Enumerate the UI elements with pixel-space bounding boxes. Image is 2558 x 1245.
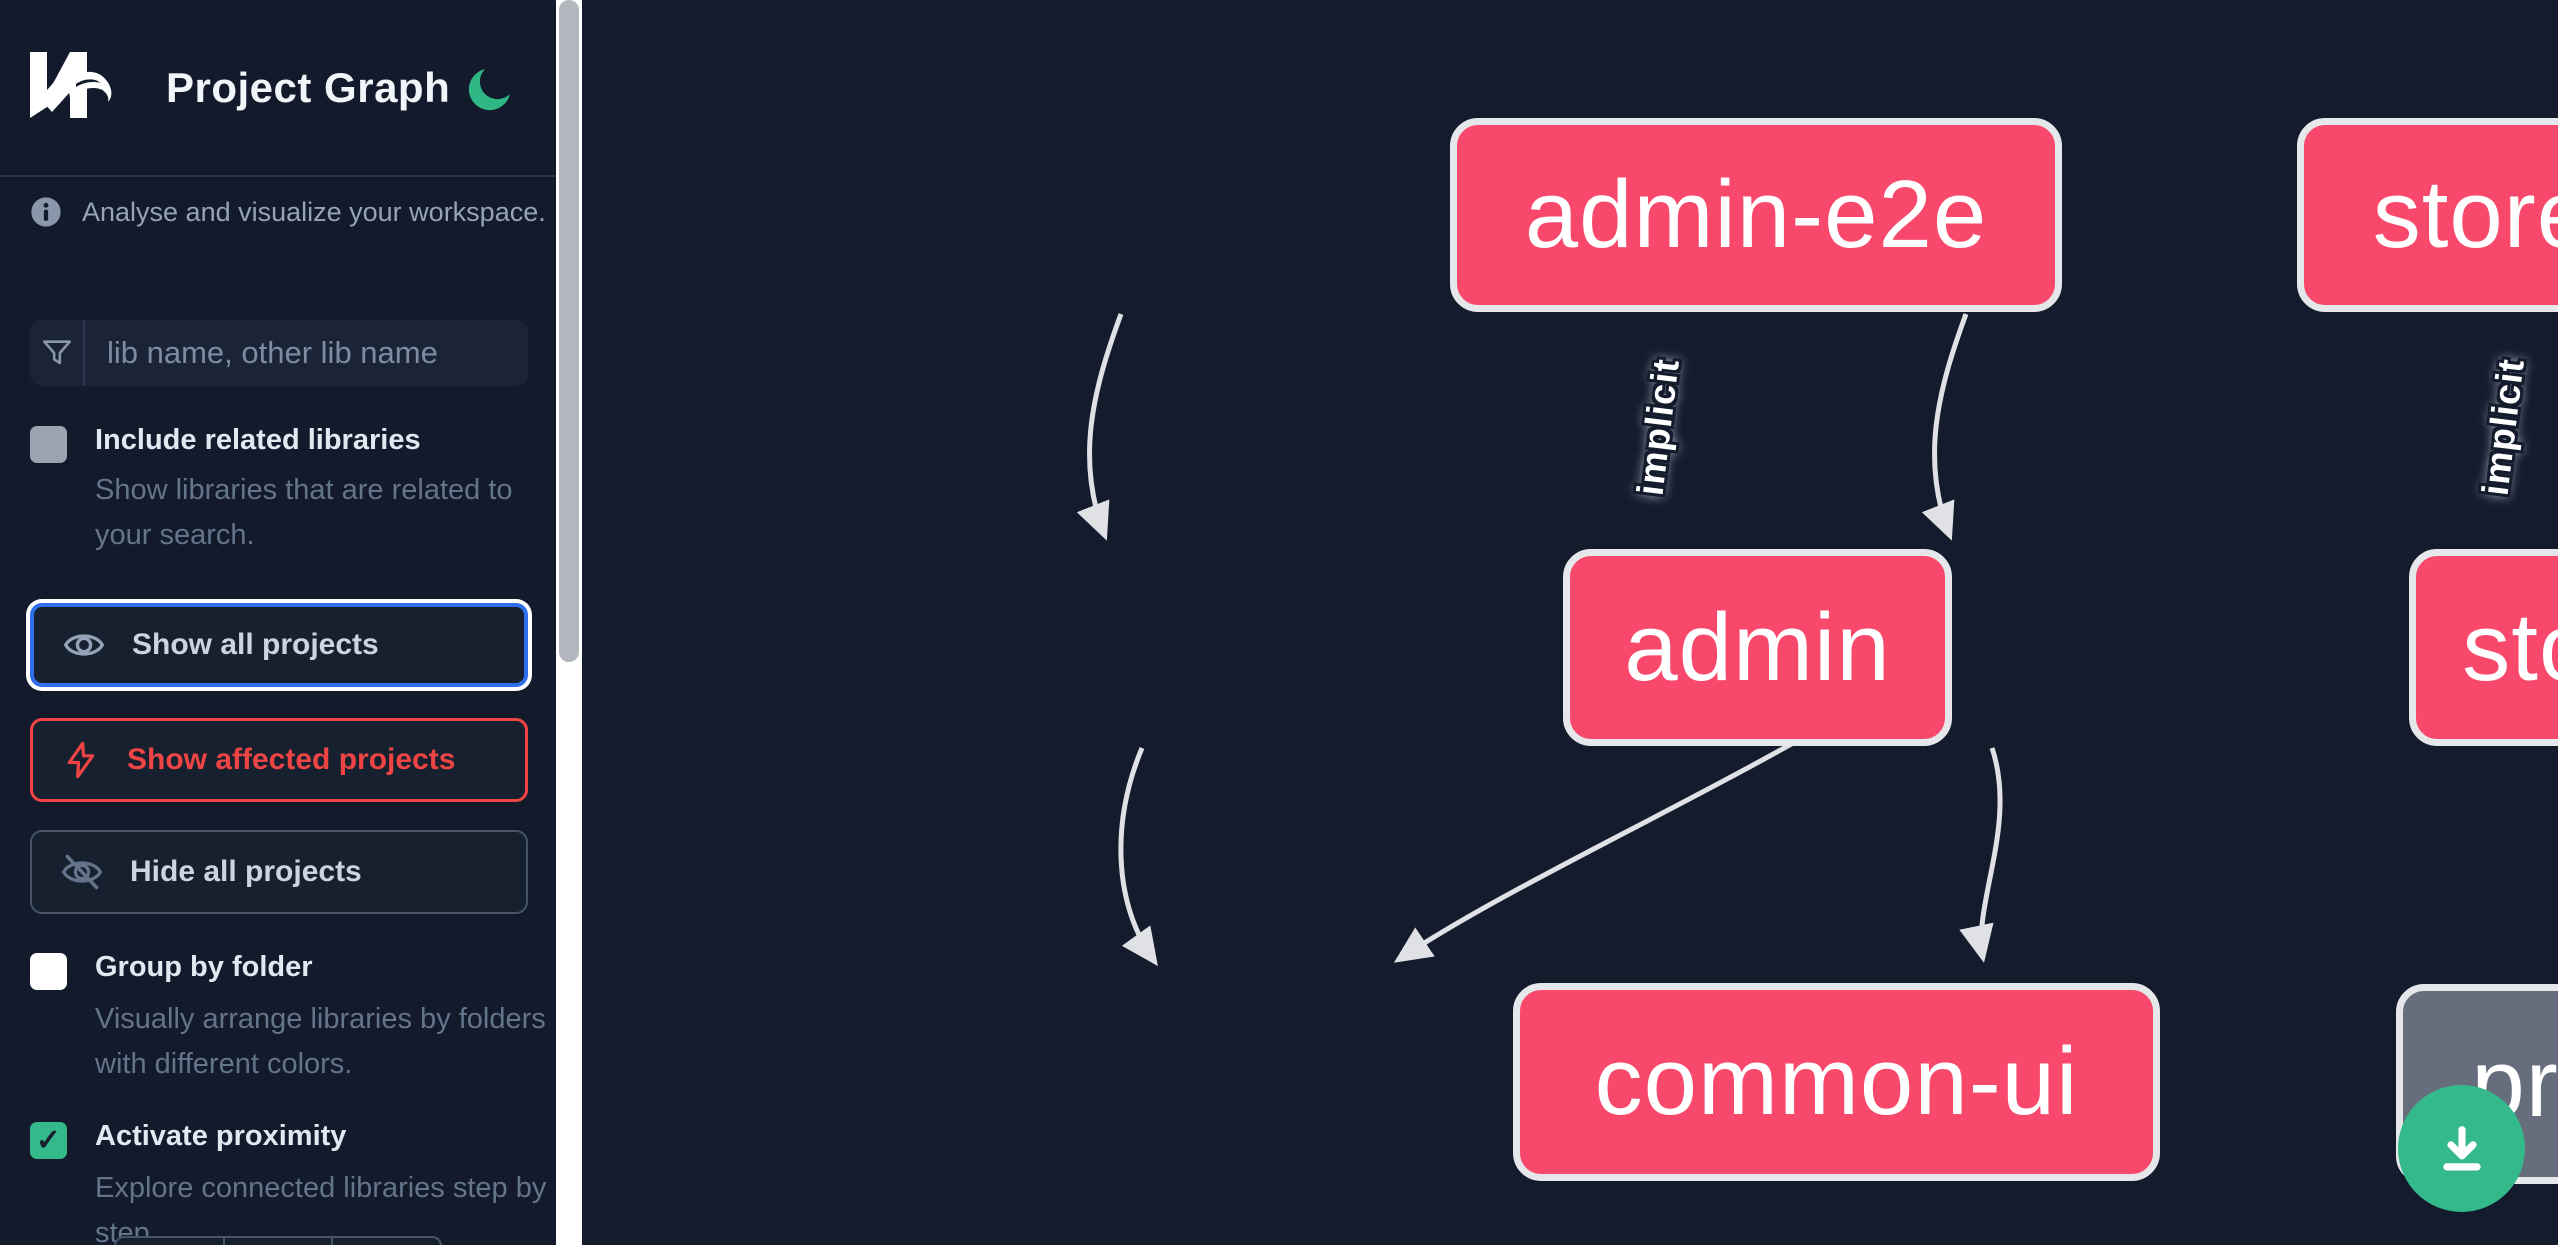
group-by-folder-label: Group by folder <box>95 951 313 983</box>
node-label: admin <box>1624 593 1891 701</box>
page-title: Project Graph <box>166 64 451 111</box>
activate-proximity-checkbox[interactable]: ✓ <box>30 1122 67 1159</box>
nx-logo-icon <box>30 52 112 118</box>
node-label: common-ui <box>1594 1028 2079 1135</box>
project-graph-canvas[interactable]: implicit implicit admin-e2e store-e2e ad… <box>582 0 2558 1245</box>
proximity-value-segment <box>225 1238 334 1245</box>
proximity-decrement-segment[interactable] <box>116 1238 225 1245</box>
edge-store-e2e-store <box>1921 313 1969 541</box>
search-box <box>30 320 528 386</box>
moon-icon <box>468 68 510 110</box>
show-affected-projects-label: Show affected projects <box>127 743 456 776</box>
graph-node-store[interactable]: store <box>2409 549 2558 746</box>
group-by-folder-description: Visually arrange libraries by folders wi… <box>95 1003 546 1080</box>
node-label: admin-e2e <box>1524 161 1988 268</box>
node-label: store-e2e <box>2372 161 2558 268</box>
activate-proximity-row: ✓ Activate proximity <box>30 1120 346 1159</box>
funnel-filter-icon <box>42 340 71 365</box>
edge-label-implicit: implicit <box>2474 356 2532 498</box>
graph-node-admin-e2e[interactable]: admin-e2e <box>1450 118 2062 312</box>
lightning-bolt-icon <box>67 741 95 779</box>
show-affected-projects-button[interactable]: Show affected projects <box>30 718 528 802</box>
download-image-button[interactable] <box>2398 1085 2525 1212</box>
include-related-description: Show libraries that are related to your … <box>95 474 513 551</box>
sidebar: Project Graph Analyse and visualize your… <box>0 0 556 1245</box>
edge-admin-e2e-admin <box>1076 313 1124 541</box>
theme-toggle-button[interactable] <box>462 62 518 118</box>
edge-admin-common-ui <box>1118 747 1158 967</box>
group-by-folder-row: Group by folder <box>30 951 313 990</box>
include-related-row: Include related libraries <box>30 424 421 463</box>
download-icon <box>2442 1125 2481 1170</box>
search-input[interactable] <box>85 320 528 386</box>
eye-off-icon <box>61 854 103 890</box>
workspace-tagline-row: Analyse and visualize your workspace. <box>30 196 546 228</box>
proximity-stepper[interactable] <box>114 1236 442 1245</box>
sidebar-scrollbar-thumb[interactable] <box>559 0 579 662</box>
hide-all-projects-label: Hide all projects <box>130 855 362 888</box>
check-mark-icon: ✓ <box>35 1123 62 1157</box>
edge-label-implicit: implicit <box>1629 356 1687 498</box>
include-related-label: Include related libraries <box>95 424 421 456</box>
edge-store-products <box>1959 747 2003 963</box>
sidebar-scrollbar-track[interactable] <box>556 0 582 1245</box>
sidebar-header: Project Graph <box>0 0 556 177</box>
proximity-increment-segment[interactable] <box>333 1238 440 1245</box>
graph-node-common-ui[interactable]: common-ui <box>1513 983 2160 1181</box>
show-all-projects-button[interactable]: Show all projects <box>30 603 528 687</box>
graph-node-store-e2e[interactable]: store-e2e <box>2297 118 2558 312</box>
eye-icon <box>63 634 105 656</box>
include-related-checkbox[interactable] <box>30 426 67 463</box>
workspace-tagline: Analyse and visualize your workspace. <box>82 196 546 227</box>
graph-node-admin[interactable]: admin <box>1563 549 1952 746</box>
hide-all-projects-button[interactable]: Hide all projects <box>30 830 528 914</box>
node-label: store <box>2462 593 2558 701</box>
activate-proximity-description: Explore connected libraries step by step… <box>95 1172 547 1245</box>
activate-proximity-label: Activate proximity <box>95 1120 347 1152</box>
info-icon <box>31 197 61 227</box>
group-by-folder-checkbox[interactable] <box>30 953 67 990</box>
show-all-projects-label: Show all projects <box>132 628 379 661</box>
filter-icon-cell <box>30 320 85 386</box>
